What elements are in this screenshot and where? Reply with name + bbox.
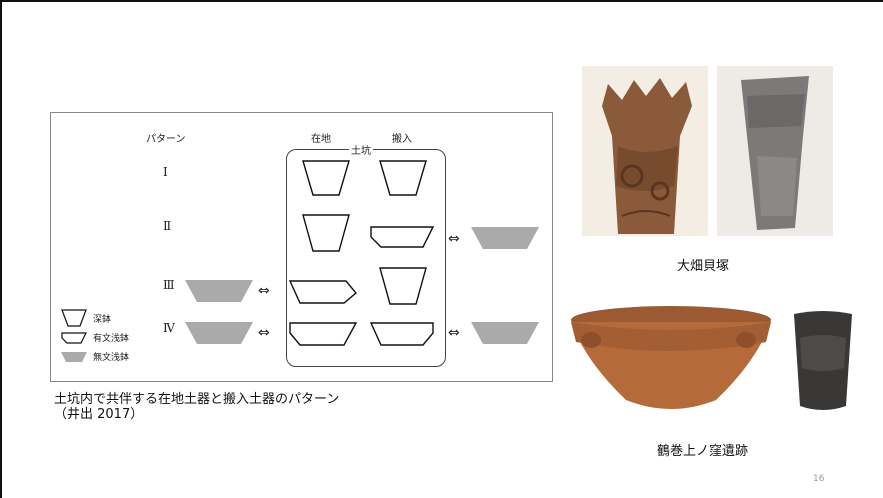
plain-shallow-bowl-legend-icon <box>61 351 87 362</box>
decorated-shallow-bowl-zaichi-row3 <box>288 280 357 304</box>
pattern-numeral-2: Ⅱ <box>163 219 172 233</box>
dobo-label: 土坑 <box>349 142 373 157</box>
flame-rim-pottery-photo <box>582 66 708 236</box>
diagram-caption: 土坑内で共伴する在地土器と搬入土器のパターン （井出 2017） <box>54 392 339 422</box>
legend-plain-shallow-bowl: 無文浅鉢 <box>61 350 129 363</box>
legend-label-plain-shallow-bowl: 無文浅鉢 <box>93 353 130 363</box>
pattern-header: パターン <box>146 134 186 145</box>
legend-decorated-shallow-bowl: 有文浅鉢 <box>61 331 129 344</box>
dobo-group-box: 土坑 <box>286 142 446 367</box>
deep-bowl-hannyu-row3 <box>379 267 427 305</box>
decorated-shallow-bowl-legend-icon <box>61 331 87 344</box>
decorated-shallow-bowl-hannyu-row4 <box>369 322 434 346</box>
cylindrical-pottery-photo <box>717 66 833 236</box>
legend-deep-bowl: 深鉢 <box>61 309 111 327</box>
exchange-arrow-row4b: ⇔ <box>448 325 460 341</box>
plain-shallow-bowl-outside-row3 <box>185 280 253 302</box>
pattern-numeral-1: Ⅰ <box>163 165 168 179</box>
photo-label-tsurumaki: 鶴巻上ノ窪遺跡 <box>657 444 749 459</box>
deep-bowl-legend-icon <box>61 309 87 327</box>
legend-label-decorated-shallow-bowl: 有文浅鉢 <box>93 334 130 344</box>
pattern-numeral-4: Ⅳ <box>163 321 175 335</box>
photo-label-obata-kaizuka: 大畑貝塚 <box>677 259 730 274</box>
exchange-arrow-row3: ⇔ <box>258 283 270 299</box>
deep-bowl-hannyu-row1 <box>379 160 427 196</box>
shallow-bowl-pottery-photo <box>566 302 776 422</box>
legend-label-deep-bowl: 深鉢 <box>93 314 112 325</box>
pattern-numeral-3: Ⅲ <box>163 278 175 292</box>
hannyu-header: 搬入 <box>392 134 412 145</box>
page-number: 16 <box>813 474 825 484</box>
caption-line-2: （井出 2017） <box>54 407 144 422</box>
caption-line-1: 土坑内で共伴する在地土器と搬入土器のパターン <box>54 392 340 407</box>
zaichi-header: 在地 <box>311 134 331 145</box>
exchange-arrow-row2: ⇔ <box>448 231 460 247</box>
exchange-arrow-row4a: ⇔ <box>258 325 270 341</box>
deep-bowl-zaichi-row2 <box>302 214 350 252</box>
decorated-shallow-bowl-hannyu-row2 <box>370 226 435 248</box>
plain-shallow-bowl-outside-row4 <box>185 322 253 344</box>
pattern-diagram: パターン 在地 搬入 土坑 Ⅰ Ⅱ Ⅲ Ⅳ ⇔ ⇔ ⇔ ⇔ <box>50 112 553 382</box>
plain-shallow-bowl-outside-row2 <box>471 227 539 249</box>
decorated-shallow-bowl-zaichi-row4 <box>289 322 358 346</box>
dark-pot-photo <box>790 308 856 414</box>
plain-shallow-bowl-outside-row4b <box>471 322 539 344</box>
deep-bowl-zaichi-row1 <box>302 160 350 196</box>
